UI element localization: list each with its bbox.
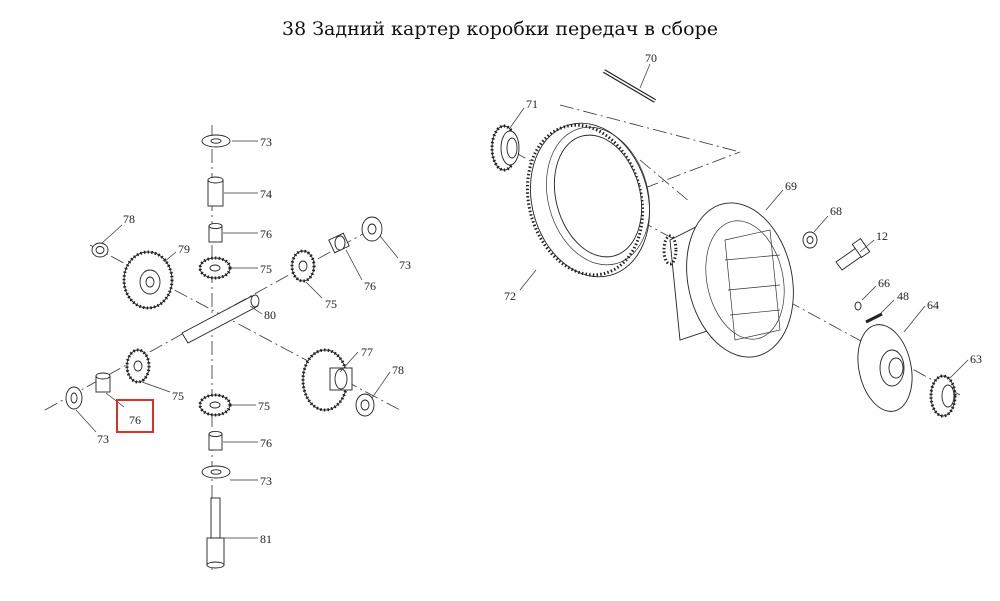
callout-66: 66 bbox=[878, 276, 890, 290]
callout-75: 75 bbox=[172, 389, 184, 403]
differential-assembly bbox=[44, 125, 401, 570]
callout-73: 73 bbox=[260, 135, 272, 149]
callout-labels: 73 74 76 75 78 79 73 76 75 80 75 77 78 7… bbox=[97, 51, 982, 546]
pin-shaft-81 bbox=[206, 497, 225, 569]
callout-74: 74 bbox=[260, 187, 272, 201]
bolt-12 bbox=[835, 237, 871, 271]
callout-79: 79 bbox=[178, 242, 190, 256]
side-gear-77 bbox=[301, 348, 353, 412]
callout-75: 75 bbox=[260, 262, 272, 276]
callout-76-highlighted: 76 bbox=[129, 413, 141, 427]
callout-76: 76 bbox=[364, 279, 376, 293]
callout-80: 80 bbox=[264, 308, 276, 322]
callout-81: 81 bbox=[260, 532, 272, 546]
washer-78-left bbox=[91, 242, 109, 258]
callout-68: 68 bbox=[830, 204, 842, 218]
screw-48 bbox=[865, 312, 883, 324]
callout-78: 78 bbox=[123, 212, 135, 226]
pinion-gear-75-top bbox=[198, 256, 232, 280]
washer-78-right bbox=[355, 393, 375, 417]
cross-shaft-80 bbox=[181, 294, 260, 344]
callout-71: 71 bbox=[526, 97, 538, 111]
callout-75: 75 bbox=[325, 297, 337, 311]
washer-68 bbox=[802, 231, 818, 249]
callout-73: 73 bbox=[399, 258, 411, 272]
pinion-gear-75-right bbox=[290, 249, 316, 283]
pin-70 bbox=[602, 69, 657, 103]
sleeve-76-top bbox=[208, 222, 223, 243]
callout-76: 76 bbox=[260, 436, 272, 450]
callout-73: 73 bbox=[97, 432, 109, 446]
housing-assembly bbox=[490, 63, 969, 418]
sleeve-76-bottom bbox=[208, 430, 223, 451]
pinion-gear-75-bottom bbox=[198, 393, 232, 417]
cover-flange-64 bbox=[857, 324, 913, 412]
callout-76: 76 bbox=[260, 227, 272, 241]
callout-72: 72 bbox=[504, 289, 516, 303]
callout-12: 12 bbox=[876, 229, 888, 243]
bearing-63 bbox=[929, 374, 957, 418]
callout-69: 69 bbox=[785, 179, 797, 193]
callout-77: 77 bbox=[361, 345, 373, 359]
sleeve-76-right bbox=[328, 232, 350, 254]
washer-73-right bbox=[361, 216, 383, 242]
page-title: 38 Задний картер коробки передач в сборе bbox=[282, 18, 718, 40]
highlight-box bbox=[116, 399, 154, 433]
pinion-gear-75-left bbox=[125, 348, 151, 384]
washer-73-bottom-left bbox=[65, 386, 83, 410]
differential-housing-69 bbox=[662, 202, 794, 358]
ring-gear-72 bbox=[525, 122, 651, 278]
callout-78: 78 bbox=[392, 363, 404, 377]
callout-73: 73 bbox=[260, 474, 272, 488]
pin-66 bbox=[854, 301, 862, 311]
callout-75: 75 bbox=[258, 399, 270, 413]
bearing-71 bbox=[490, 124, 520, 172]
washer-73-top bbox=[201, 134, 231, 148]
callout-63: 63 bbox=[970, 352, 982, 366]
sleeve-76-left bbox=[95, 372, 111, 393]
callout-48: 48 bbox=[897, 289, 909, 303]
side-gear-79 bbox=[122, 250, 174, 310]
callout-70: 70 bbox=[645, 51, 657, 65]
washer-73-bottom bbox=[201, 465, 231, 479]
callout-64: 64 bbox=[927, 298, 939, 312]
bushing-74 bbox=[207, 176, 224, 207]
